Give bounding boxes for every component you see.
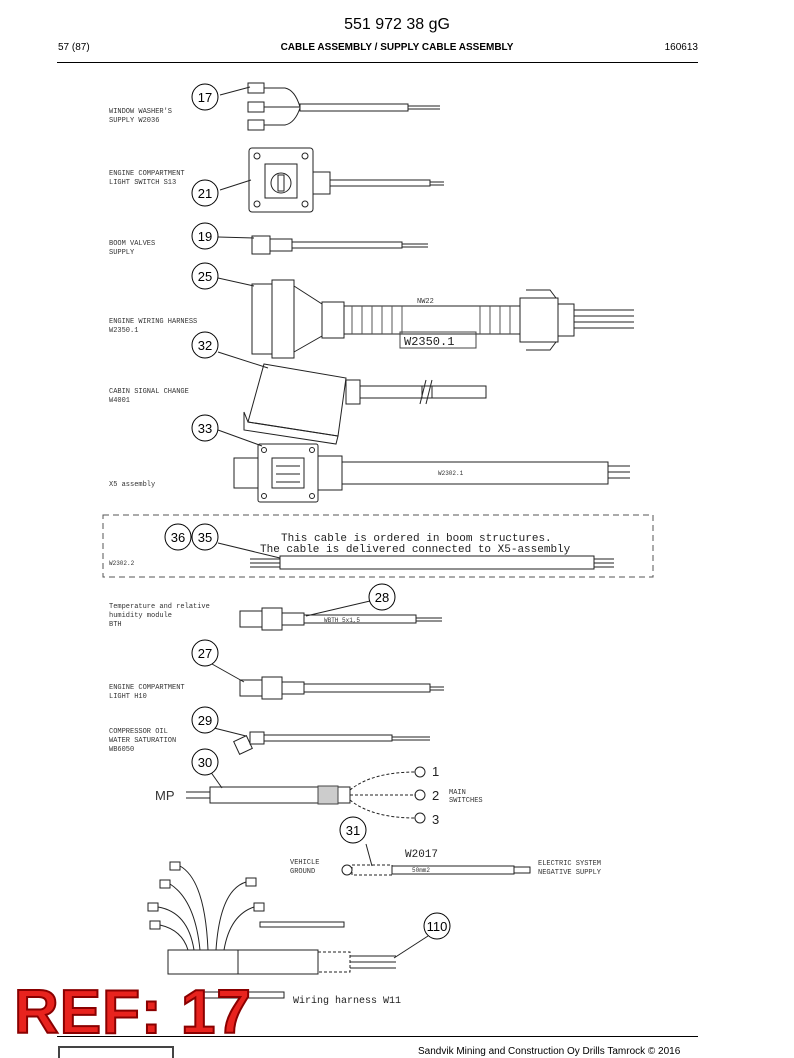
callout-17: 17 xyxy=(198,90,212,105)
part-110-label: Wiring harness W11 xyxy=(293,995,401,1007)
callout-33: 33 xyxy=(198,421,212,436)
part-25-tag-w2350: W2350.1 xyxy=(404,335,454,349)
sandvik-logo xyxy=(58,1046,174,1058)
part-31-label-line-1: VEHICLE xyxy=(290,859,319,867)
part-31-tag-w2017: W2017 xyxy=(405,849,438,861)
callout-36: 36 xyxy=(171,530,185,545)
callout-bubbles xyxy=(164,83,451,940)
document-date: 160613 xyxy=(664,42,698,53)
footer-copyright: Sandvik Mining and Construction Oy Drill… xyxy=(418,1046,681,1057)
part-17-label-line-2: SUPPLY W2036 xyxy=(109,117,159,125)
part-25-label-line-1: ENGINE WIRING HARNESS xyxy=(109,318,197,326)
part-29-drawing: COMPRESSOR OIL WATER SATURATION WB6050 xyxy=(109,727,430,755)
part-110-drawing: Wiring harness W11 xyxy=(147,861,429,1007)
terminal-3-label: 3 xyxy=(432,812,439,827)
part-31-side-label-line-2: NEGATIVE SUPPLY xyxy=(538,869,602,877)
callout-19: 19 xyxy=(198,229,212,244)
callout-30: 30 xyxy=(198,755,212,770)
page-title: CABLE ASSEMBLY / SUPPLY CABLE ASSEMBLY xyxy=(280,42,514,53)
part-27-label-line-2: LIGHT H10 xyxy=(109,693,147,701)
part-36-35-drawing: W2302.2 This cable is ordered in boom st… xyxy=(102,514,654,578)
callout-35: 35 xyxy=(198,530,212,545)
part-17-drawing: WINDOW WASHER'S SUPPLY W2036 xyxy=(109,82,440,131)
part-36-35-label: W2302.2 xyxy=(109,560,135,567)
part-30-label: MP xyxy=(155,788,175,803)
part-32-label-line-1: CABIN SIGNAL CHANGE xyxy=(109,388,189,396)
part-25-tag-nw22: NW22 xyxy=(417,298,434,306)
footer-rule xyxy=(57,1036,698,1037)
part-31-label-line-2: GROUND xyxy=(290,868,315,876)
part-29-label-line-3: WB6050 xyxy=(109,746,134,754)
part-21-label-line-2: LIGHT SWITCH S13 xyxy=(109,179,176,187)
part-19-drawing: BOOM VALVES SUPPLY xyxy=(109,235,428,257)
part-21-drawing: ENGINE COMPARTMENT LIGHT SWITCH S13 xyxy=(109,147,444,213)
terminal-1-label: 1 xyxy=(432,764,439,779)
part-31-drawing: VEHICLE GROUND W2017 50mm2 ELECTRIC SYST… xyxy=(290,843,602,877)
part-27-label-line-1: ENGINE COMPARTMENT xyxy=(109,684,185,692)
part-21-label-line-1: ENGINE COMPARTMENT xyxy=(109,170,185,178)
part-17-label-line-1: WINDOW WASHER'S xyxy=(109,108,172,116)
main-switches-label-line-2: SWITCHES xyxy=(449,797,483,805)
terminal-2-label: 2 xyxy=(432,788,439,803)
part-25-label-line-2: W2350.1 xyxy=(109,327,138,335)
part-32-label-line-2: W4001 xyxy=(109,397,130,405)
part-33-label: X5 assembly xyxy=(109,481,155,489)
callout-21: 21 xyxy=(198,186,212,201)
part-32-drawing: CABIN SIGNAL CHANGE W4001 xyxy=(109,351,487,445)
callout-25: 25 xyxy=(198,269,212,284)
part-19-label-line-2: SUPPLY xyxy=(109,249,135,257)
part-33-tag: W2302.1 xyxy=(438,470,464,477)
callout-28: 28 xyxy=(375,590,389,605)
part-25-drawing: ENGINE WIRING HARNESS W2350.1 NW22 W2350… xyxy=(109,277,634,359)
document-number: 551 972 38 gG xyxy=(344,16,450,33)
part-30-drawing: MP 1 2 3 MAIN SWITCHES xyxy=(155,764,483,827)
boom-note-line-2: The cable is delivered connected to X5-a… xyxy=(260,544,571,556)
part-27-drawing: ENGINE COMPARTMENT LIGHT H10 xyxy=(109,663,444,701)
part-33-drawing: X5 assembly W2302.1 xyxy=(109,429,630,503)
part-28-drawing: Temperature and relative humidity module… xyxy=(109,600,442,631)
page-reference: 57 (87) xyxy=(58,42,90,53)
part-29-label-line-2: WATER SATURATION xyxy=(109,737,176,745)
callout-31: 31 xyxy=(346,823,360,838)
reference-stamp: REF: 17 xyxy=(13,978,252,1047)
callout-29: 29 xyxy=(198,713,212,728)
part-28-label-line-3: BTH xyxy=(109,621,122,629)
callout-110: 110 xyxy=(427,919,448,934)
part-29-label-line-1: COMPRESSOR OIL xyxy=(109,728,168,736)
part-28-tag: WBTH 5x1,5 xyxy=(324,617,360,624)
callout-32: 32 xyxy=(198,338,212,353)
header-rule xyxy=(57,62,698,63)
callout-27: 27 xyxy=(198,646,212,661)
part-19-label-line-1: BOOM VALVES xyxy=(109,240,155,248)
part-31-tag-50mm2: 50mm2 xyxy=(412,867,430,874)
boom-note-line-1: This cable is ordered in boom structures… xyxy=(281,533,552,545)
part-28-label-line-2: humidity module xyxy=(109,612,172,620)
part-28-label-line-1: Temperature and relative xyxy=(109,603,210,611)
main-switches-label-line-1: MAIN xyxy=(449,789,466,797)
part-31-side-label-line-1: ELECTRIC SYSTEM xyxy=(538,860,601,868)
